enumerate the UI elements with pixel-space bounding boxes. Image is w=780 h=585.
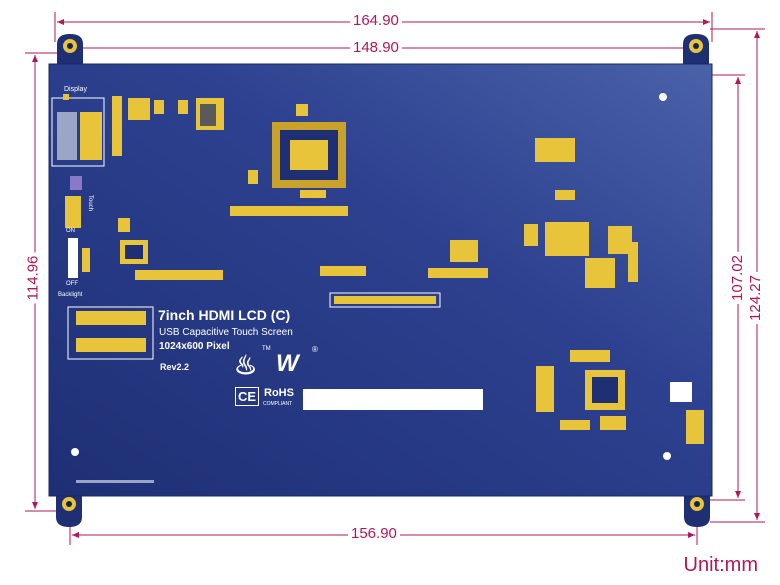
ce-mark: CE <box>235 387 260 406</box>
board-line1: USB Capacitive Touch Screen <box>159 327 293 338</box>
dimension-left-height: 114.96 <box>24 252 42 304</box>
unit-label: Unit:mm <box>683 554 758 576</box>
backlight-label: Backlight <box>58 292 83 298</box>
dimension-outer-width: 164.90 <box>350 13 402 29</box>
waveshare-logo-icon: W <box>276 350 299 377</box>
reg-mark: ® <box>312 345 318 354</box>
dimension-bottom-width: 156.90 <box>348 526 400 542</box>
connector-outlines <box>51 97 441 360</box>
rohs-label: RoHS <box>264 387 294 399</box>
board-revision: Rev2.2 <box>160 362 190 372</box>
components <box>63 94 704 444</box>
off-label: OFF <box>66 281 78 287</box>
board-line2: 1024x600 Pixel <box>159 341 230 352</box>
dimension-inner-height: 107.02 <box>729 252 746 304</box>
dimension-outer-height: 124.27 <box>747 272 764 324</box>
touch-label: Touch <box>87 194 94 212</box>
brand-logo-icon: ♨ <box>234 350 258 380</box>
dimension-inner-width: 148.90 <box>350 40 402 56</box>
label-area <box>303 389 483 410</box>
display-label: Display <box>64 86 87 93</box>
compliant-label: COMPLIANT <box>263 401 293 407</box>
board-title: 7inch HDMI LCD (C) <box>158 307 291 323</box>
tm-mark: TM <box>262 346 271 352</box>
on-label: ON <box>66 228 75 234</box>
